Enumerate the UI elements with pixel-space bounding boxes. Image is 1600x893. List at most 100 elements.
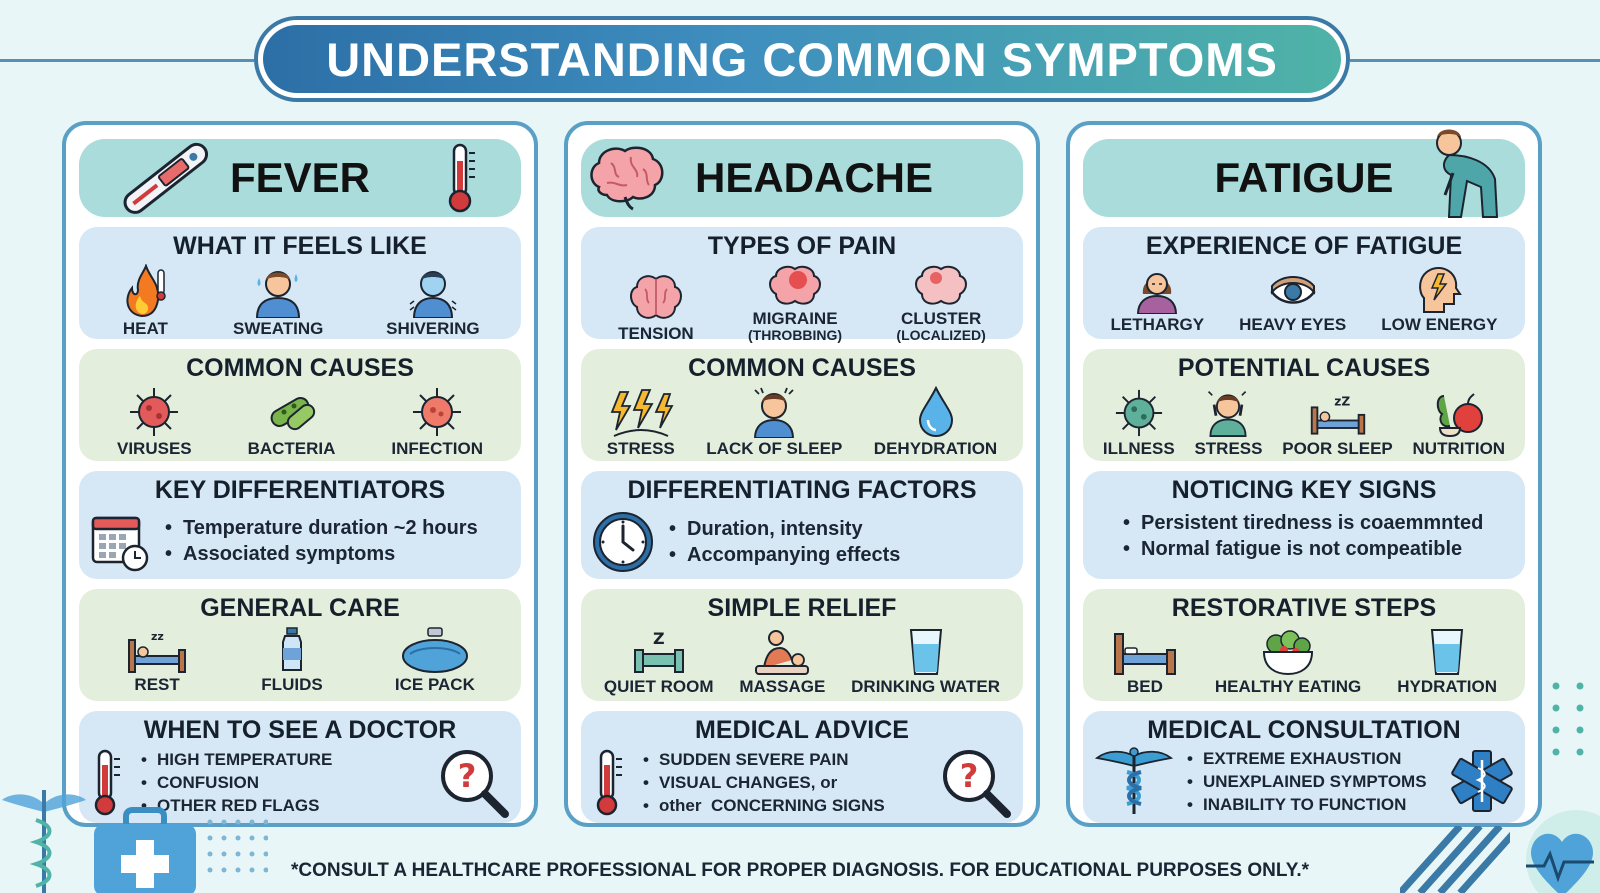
- fever-feels-heading: WHAT IT FEELS LIKE: [173, 232, 427, 260]
- heat-label: HEAT: [122, 319, 168, 338]
- fever-doctor-bullet: OTHER RED FLAGS: [141, 794, 437, 817]
- viruses-label: VIRUSES: [116, 439, 192, 458]
- dot-grid-decoration: [1552, 682, 1584, 756]
- lethargy-item: LETHARGY: [1110, 264, 1205, 334]
- headache-causes-panel: COMMON CAUSES STRESS LACK OF SLEEP: [581, 349, 1023, 461]
- stripes-decoration: [1400, 826, 1510, 893]
- thermometer-icon: [596, 749, 622, 816]
- fever-care-panel: GENERAL CARE zz REST FLUIDS: [79, 589, 521, 701]
- ice-pack-item: ICE PACK: [395, 626, 475, 694]
- nutrition-item: NUTRITION: [1413, 388, 1505, 458]
- thermometer-icon: [94, 749, 120, 816]
- illness-item: ILLNESS: [1103, 388, 1175, 458]
- healthy-eating-label: HEALTHY EATING: [1214, 677, 1362, 696]
- low-energy-item: LOW ENERGY: [1381, 264, 1497, 334]
- disclaimer-text: *CONSULT A HEALTHCARE PROFESSIONAL FOR P…: [290, 860, 1309, 881]
- salad-bowl-icon: [1263, 630, 1314, 676]
- poor-sleep-item: zZ POOR SLEEP: [1282, 388, 1393, 458]
- fever-title: FEVER: [229, 154, 371, 201]
- water-glass-icon: [909, 629, 942, 675]
- cluster-sub: (LOCALIZED): [896, 327, 986, 343]
- fever-diff-panel: KEY DIFFERENTIATORS Temperature duration…: [79, 471, 521, 579]
- fever-care-heading: GENERAL CARE: [200, 594, 400, 622]
- tension-brain-icon: [629, 275, 682, 319]
- tired-person-icon: [1436, 129, 1499, 218]
- bed-icon: zz: [128, 630, 187, 673]
- headache-advice-heading: MEDICAL ADVICE: [695, 716, 909, 744]
- fever-doctor-panel: WHEN TO SEE A DOCTOR HIGH TEMPERATURE CO…: [79, 711, 521, 823]
- page-title: UNDERSTANDING COMMON SYMPTOMS: [326, 32, 1278, 86]
- headache-header: HEADACHE: [581, 139, 1023, 217]
- fever-diff-heading: KEY DIFFERENTIATORS: [154, 476, 446, 504]
- lethargy-label: LETHARGY: [1110, 315, 1205, 334]
- headache-relief-heading: SIMPLE RELIEF: [707, 594, 897, 622]
- headache-causes-heading: COMMON CAUSES: [688, 354, 916, 382]
- svg-text:?: ?: [960, 757, 979, 795]
- fever-feels-panel: WHAT IT FEELS LIKE HEAT: [79, 227, 521, 339]
- hydration-label: HYDRATION: [1397, 677, 1497, 696]
- headache-column: HEADACHE TYPES OF PAIN TENSION MIGRAINE …: [564, 121, 1040, 827]
- stressed-person-icon: [1208, 391, 1247, 437]
- headache-types-panel: TYPES OF PAIN TENSION MIGRAINE (THROBBIN…: [581, 227, 1023, 343]
- digital-thermometer-icon: [123, 142, 209, 214]
- flame-icon: [126, 264, 167, 318]
- heavy-eyes-label: HEAVY EYES: [1239, 315, 1347, 334]
- bed-label: BED: [1127, 677, 1163, 696]
- massage-icon: [755, 630, 810, 675]
- quiet-room-item: Z QUIET ROOM: [604, 628, 714, 696]
- fatigue-steps-panel: RESTORATIVE STEPS BED H: [1083, 589, 1525, 701]
- fatigue-consult-bullet: UNEXPLAINED SYMPTOMS: [1187, 770, 1449, 793]
- illness-label: ILLNESS: [1102, 439, 1175, 458]
- infection-label: INFECTION: [391, 439, 484, 458]
- water-drop-icon: [918, 386, 953, 438]
- fatigue-experience-panel: EXPERIENCE OF FATIGUE LETHARGY HEAVY EYE…: [1083, 227, 1525, 339]
- svg-text:?: ?: [458, 757, 477, 795]
- headache-title: HEADACHE: [694, 154, 933, 201]
- fatigue-causes-panel: POTENTIAL CAUSES ILLNESS: [1083, 349, 1525, 461]
- calendar-clock-icon: [91, 516, 149, 572]
- headache-types-heading: TYPES OF PAIN: [707, 232, 897, 260]
- bed-sleep-icon: zZ: [1310, 395, 1365, 435]
- fatigue-signs-heading: NOTICING KEY SIGNS: [1171, 476, 1437, 504]
- ice-pack-icon: [401, 627, 468, 673]
- low-energy-head-icon: [1419, 267, 1463, 313]
- stress-item: STRESS: [607, 388, 675, 458]
- bacteria-item: BACTERIA: [247, 386, 336, 458]
- fever-doctor-bullet: CONFUSION: [141, 771, 437, 794]
- massage-item: MASSAGE: [739, 628, 825, 696]
- rest-item: zz REST: [125, 626, 189, 694]
- star-of-life-icon: [1451, 750, 1513, 812]
- hydration-item: HYDRATION: [1397, 626, 1497, 696]
- heat-item: HEAT: [120, 264, 170, 338]
- headache-advice-bullet: other CONCERNING SIGNS: [643, 794, 939, 817]
- lack-of-sleep-label: LACK OF SLEEP: [706, 439, 843, 458]
- fatigue-title: FATIGUE: [1214, 154, 1394, 201]
- fatigue-signs-bullet: Normal fatigue is not compeatible: [1123, 536, 1483, 562]
- bed-item: BED: [1111, 628, 1179, 696]
- fever-diff-bullet: Temperature duration ~2 hours: [165, 515, 478, 541]
- brain-icon: [590, 146, 664, 211]
- fatigue-consult-panel: MEDICAL CONSULTATION EXTREME EXHAUSTION …: [1083, 711, 1525, 823]
- tired-person-icon: [754, 387, 795, 438]
- heavy-eyes-item: HEAVY EYES: [1239, 270, 1346, 334]
- food-icon: [1436, 393, 1483, 438]
- headache-diff-heading: DIFFERENTIATING FACTORS: [627, 476, 977, 504]
- caduceus-decoration-icon: [2, 790, 86, 893]
- fatigue-signs-panel: NOTICING KEY SIGNS Persistent tiredness …: [1083, 471, 1525, 579]
- heart-pulse-icon: [1526, 810, 1600, 893]
- bacteria-label: BACTERIA: [247, 439, 336, 458]
- fatigue-consult-heading: MEDICAL CONSULTATION: [1147, 716, 1461, 744]
- drinking-water-item: DRINKING WATER: [851, 626, 1000, 696]
- healthy-eating-item: HEALTHY EATING: [1215, 628, 1361, 696]
- svg-text:zZ: zZ: [1334, 395, 1350, 409]
- headache-relief-panel: SIMPLE RELIEF Z QUIET ROOM MASSAGE: [581, 589, 1023, 701]
- migraine-label: MIGRAINE: [752, 309, 838, 328]
- title-banner: UNDERSTANDING COMMON SYMPTOMS: [254, 16, 1350, 102]
- dehydration-item: DEHYDRATION: [874, 386, 997, 458]
- headache-advice-panel: MEDICAL ADVICE SUDDEN SEVERE PAIN VISUAL…: [581, 711, 1023, 823]
- fever-column: FEVER WHAT IT FEELS LIKE HEAT: [62, 121, 538, 827]
- fatigue-consult-bullet: EXTREME EXHAUSTION: [1187, 747, 1449, 770]
- viruses-item: VIRUSES: [117, 386, 192, 458]
- shivering-person-icon: [409, 271, 457, 318]
- clock-icon: [593, 512, 653, 572]
